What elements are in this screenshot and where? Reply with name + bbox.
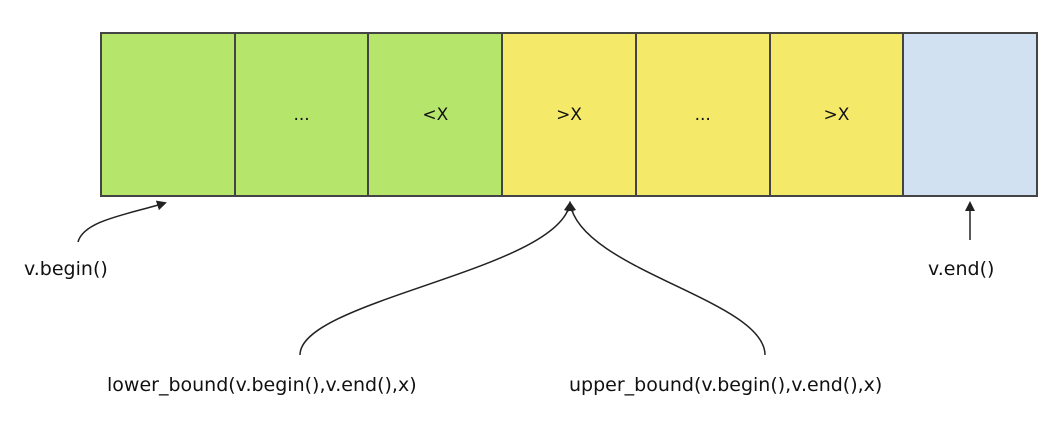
cell-2: <X	[369, 34, 504, 195]
upper-bound-label: upper_bound(v.begin(),v.end(),x)	[569, 374, 883, 396]
vector-cells: ... <X >X ... >X	[100, 32, 1038, 197]
lower-bound-arrow	[299, 201, 574, 356]
begin-label: v.begin()	[24, 258, 108, 280]
end-label: v.end()	[928, 258, 995, 280]
upper-bound-arrow	[566, 201, 766, 356]
cell-4: ...	[636, 34, 771, 195]
cell-6	[904, 34, 1037, 195]
cell-1: ...	[235, 34, 370, 195]
cell-3: >X	[503, 34, 637, 195]
begin-arrow	[77, 200, 167, 243]
lower-bound-label: lower_bound(v.begin(),v.end(),x)	[107, 374, 417, 396]
cell-0	[102, 34, 236, 195]
cell-5: >X	[770, 34, 905, 195]
